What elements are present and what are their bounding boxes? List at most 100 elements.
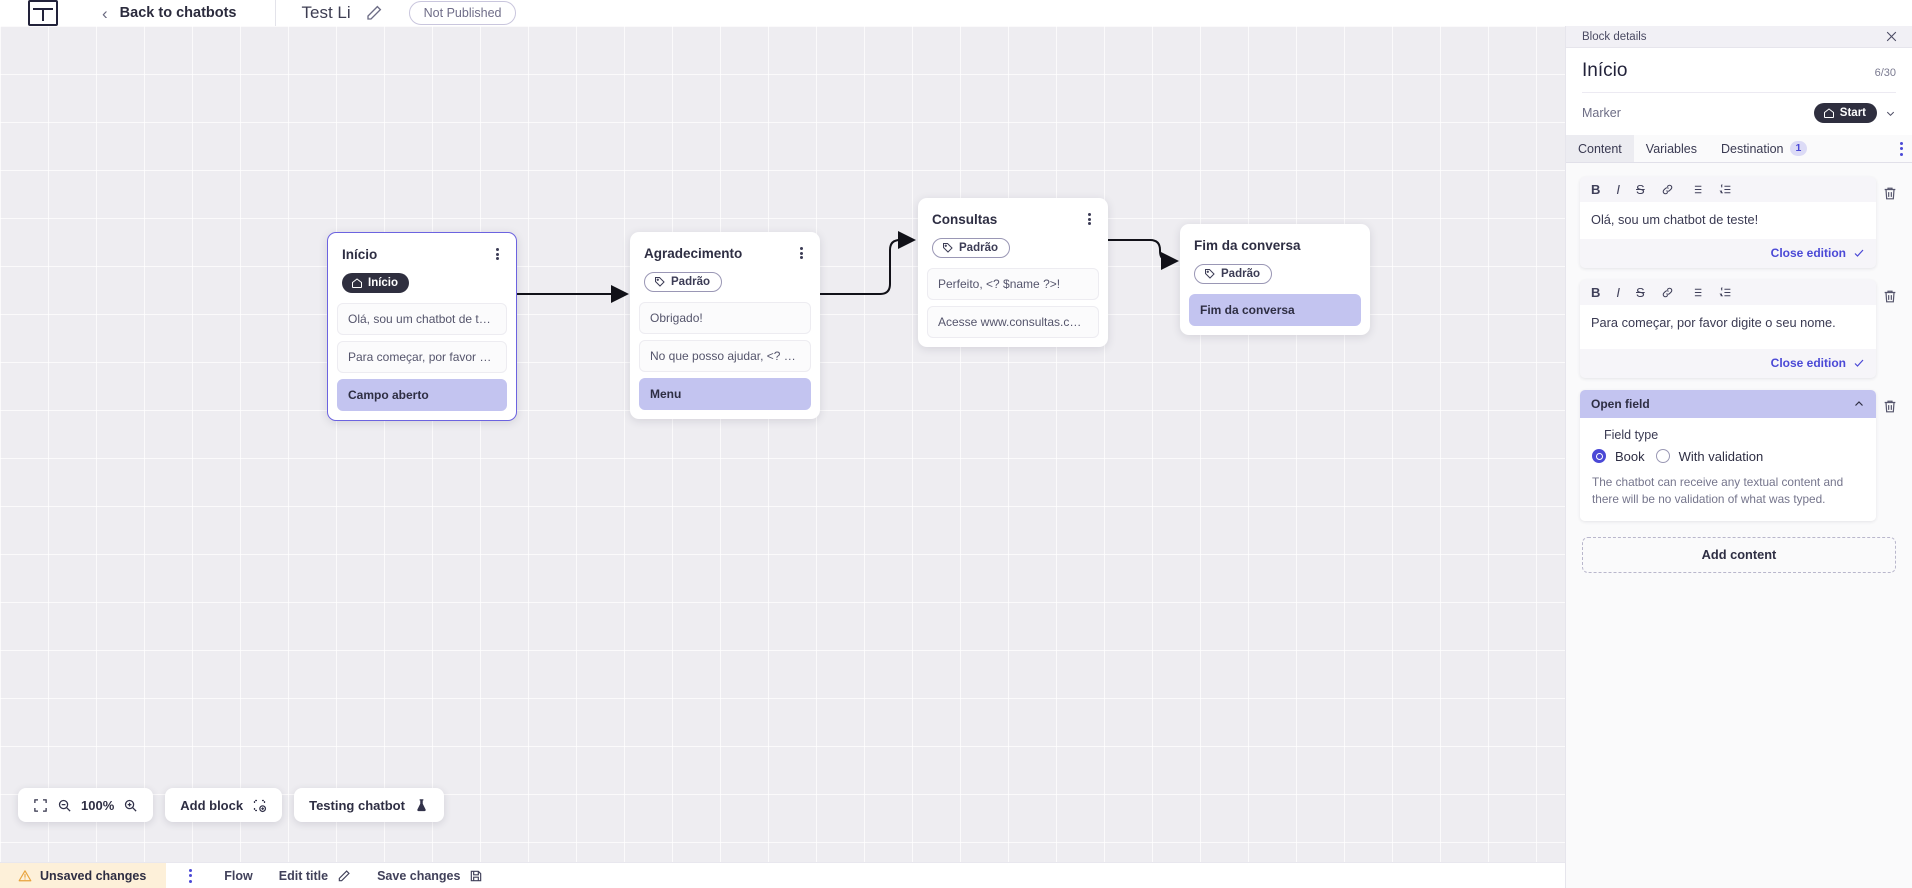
node-header: Agradecimento Padrão	[630, 232, 820, 293]
close-edition-button-1[interactable]: Close edition	[1580, 239, 1876, 268]
panel-title-row: Início 6/30	[1582, 48, 1896, 93]
node-row[interactable]: Menu	[639, 378, 811, 411]
add-block-icon	[253, 799, 267, 812]
add-block-button[interactable]: Add block	[165, 788, 283, 822]
node-title: Início	[342, 247, 378, 262]
open-field-header[interactable]: Open field	[1580, 389, 1876, 418]
fit-screen-icon[interactable]	[33, 798, 48, 813]
marker-selector[interactable]: Start	[1813, 103, 1896, 123]
panel-tab-variables[interactable]: Variables	[1634, 135, 1709, 162]
tag-icon	[943, 243, 953, 253]
node-menu-kebab-icon[interactable]	[1082, 211, 1096, 227]
zoom-out-icon[interactable]	[57, 798, 72, 813]
node-row[interactable]: Obrigado!	[639, 302, 811, 335]
node-menu-kebab-icon[interactable]	[794, 245, 808, 261]
editor-text-value[interactable]: Para começar, por favor digite o seu nom…	[1580, 304, 1876, 349]
flow-node-agradecimento[interactable]: Agradecimento Padrão Obrigado! No que po…	[630, 232, 820, 420]
bullet-list-icon[interactable]	[1690, 286, 1703, 299]
open-field-title: Open field	[1591, 396, 1650, 411]
chevron-down-icon[interactable]	[1885, 108, 1896, 119]
delete-content-icon[interactable]	[1882, 185, 1898, 202]
rich-text-editor[interactable]: B I S Para começar, por favor digite o s…	[1580, 279, 1876, 378]
edit-title-label: Edit title	[278, 868, 329, 883]
edit-title-button[interactable]: Edit title	[279, 869, 351, 883]
bold-icon[interactable]: B	[1591, 182, 1601, 197]
bold-icon[interactable]: B	[1591, 284, 1601, 300]
node-row[interactable]: Perfeito, <? $name ?>!	[927, 268, 1099, 301]
editor-text-value[interactable]: Olá, sou um chatbot de teste!	[1580, 202, 1876, 239]
zoom-level-label: 100%	[81, 797, 115, 813]
node-row[interactable]: Campo aberto	[337, 379, 507, 412]
add-content-button[interactable]: Add content	[1582, 536, 1896, 573]
flow-node-inicio[interactable]: Início Início Olá, sou um chatbot de tes…	[327, 232, 517, 422]
warning-icon	[18, 870, 32, 882]
delete-content-icon[interactable]	[1882, 288, 1898, 305]
node-row[interactable]: No que posso ajudar, <? $name ...	[639, 340, 811, 373]
block-name[interactable]: Início	[1582, 60, 1628, 81]
delete-open-field-icon[interactable]	[1882, 398, 1898, 415]
link-icon[interactable]	[1661, 286, 1674, 299]
back-to-chatbots-link[interactable]: Back to chatbots	[119, 5, 237, 21]
radio-book-input[interactable]	[1592, 449, 1606, 464]
node-tag-default: Padrão	[644, 272, 722, 293]
panel-content-scroll[interactable]: B I S Olá, sou um chatbot de teste!	[1566, 163, 1912, 888]
flow-connector-layer	[485, 231, 1179, 303]
close-edition-button-2[interactable]: Close edition	[1580, 349, 1876, 378]
node-header: Início Início	[328, 233, 516, 294]
flow-label: Flow	[224, 868, 253, 883]
strikethrough-icon[interactable]: S	[1636, 182, 1645, 197]
open-field-card[interactable]: Open field Field type Book Wi	[1580, 389, 1876, 521]
close-edition-label: Close edition	[1770, 355, 1846, 370]
flow-node-consultas[interactable]: Consultas Padrão Perfeito, <? $name ?>! …	[918, 198, 1108, 348]
radio-option-book[interactable]: Book	[1592, 449, 1645, 464]
numbered-list-icon[interactable]	[1719, 286, 1732, 299]
radio-option-with-validation[interactable]: With validation	[1655, 449, 1763, 464]
node-row[interactable]: Acesse www.consultas.com par...	[927, 306, 1099, 339]
radio-with-validation-input[interactable]	[1655, 449, 1670, 464]
editor-toolbar: B I S	[1580, 177, 1876, 202]
save-disk-icon	[471, 870, 482, 881]
testing-chatbot-button[interactable]: Testing chatbot	[294, 788, 444, 822]
marker-row: Marker Start	[1582, 93, 1896, 135]
node-row[interactable]: Fim da conversa	[1189, 294, 1361, 327]
flow-canvas[interactable]: Início Início Olá, sou um chatbot de tes…	[0, 26, 1565, 862]
home-icon	[352, 278, 362, 289]
panel-topbar: Block details	[1566, 26, 1912, 48]
node-tag-default: Padrão	[1194, 264, 1272, 285]
block-details-panel: Block details Início 6/30 Marker Start	[1565, 26, 1912, 888]
italic-icon[interactable]: I	[1616, 284, 1621, 300]
flow-button[interactable]: Flow	[224, 869, 252, 883]
via-logo-icon[interactable]	[28, 0, 58, 26]
rich-text-editor[interactable]: B I S Olá, sou um chatbot de teste!	[1580, 177, 1876, 268]
italic-icon[interactable]: I	[1616, 182, 1621, 197]
link-icon[interactable]	[1661, 183, 1674, 196]
panel-topbar-label: Block details	[1582, 30, 1647, 43]
node-tag-default: Padrão	[932, 238, 1010, 259]
zoom-in-icon[interactable]	[123, 798, 138, 813]
close-icon[interactable]	[1885, 30, 1898, 43]
edit-title-pencil-icon[interactable]	[365, 4, 383, 22]
panel-overflow-kebab-icon[interactable]	[1890, 135, 1912, 162]
tag-icon	[655, 277, 665, 287]
node-row[interactable]: Para começar, por favor digite o ...	[337, 341, 507, 374]
open-field-block: Open field Field type Book Wi	[1580, 389, 1898, 521]
panel-tab-content[interactable]: Content	[1566, 135, 1634, 162]
tag-icon	[1205, 269, 1215, 279]
unsaved-changes-label: Unsaved changes	[40, 868, 147, 883]
bottom-status-bar: Unsaved changes Flow Edit title Save cha…	[0, 862, 1565, 888]
node-menu-kebab-icon[interactable]	[490, 246, 504, 262]
open-field-body: Field type Book With validation The chat…	[1580, 417, 1876, 521]
panel-header-section: Início 6/30 Marker Start	[1566, 48, 1912, 135]
node-row[interactable]: Olá, sou um chatbot de teste!	[337, 303, 507, 336]
bullet-list-icon[interactable]	[1690, 183, 1703, 196]
close-edition-label: Close edition	[1770, 245, 1846, 260]
flow-node-fim-da-conversa[interactable]: Fim da conversa Padrão Fim da conversa	[1180, 224, 1370, 336]
marker-label: Marker	[1582, 106, 1621, 120]
chevron-up-icon[interactable]	[1853, 398, 1865, 410]
numbered-list-icon[interactable]	[1719, 183, 1732, 196]
strikethrough-icon[interactable]: S	[1636, 284, 1645, 300]
save-changes-button[interactable]: Save changes	[377, 869, 483, 883]
panel-tab-destination[interactable]: Destination 1	[1709, 135, 1819, 162]
status-bar-kebab-icon[interactable]	[182, 863, 198, 888]
back-chevron-icon[interactable]: ‹	[102, 3, 108, 23]
